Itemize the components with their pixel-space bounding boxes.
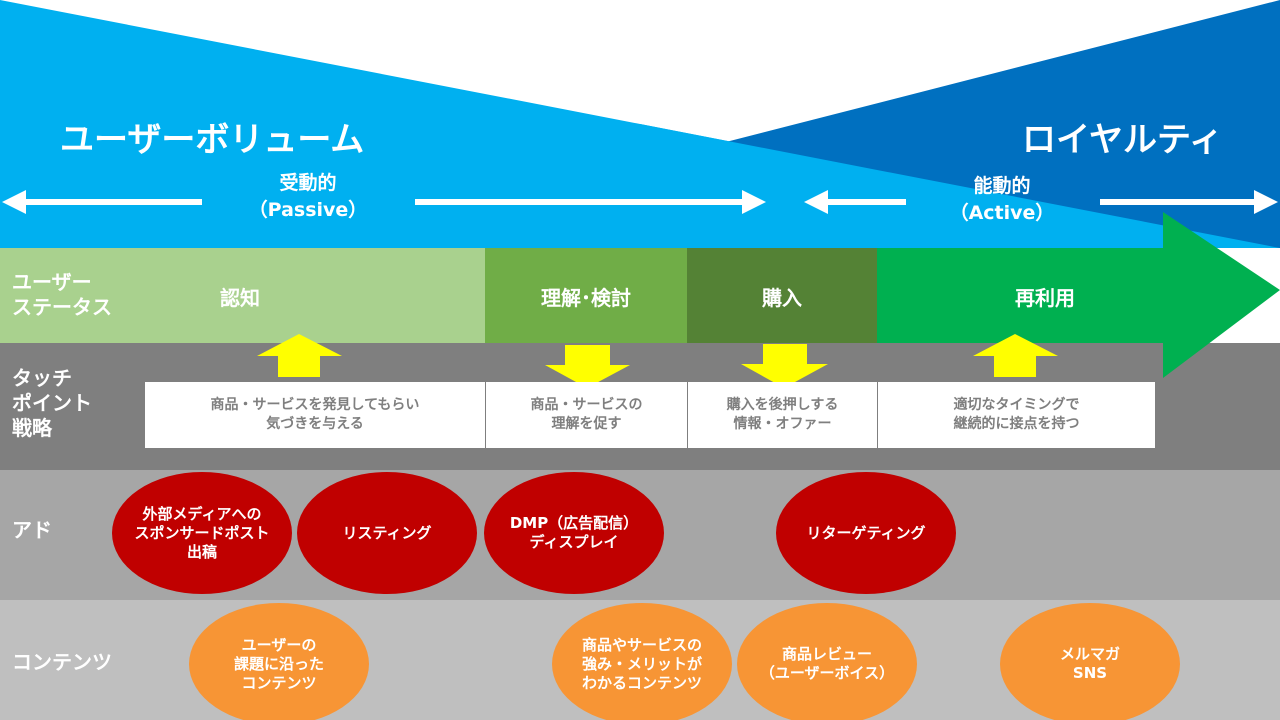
- yellow-down-arrow-consideration: [545, 345, 630, 388]
- strategy-consideration-line1: 商品・サービスの: [530, 397, 643, 413]
- active-left-arrow: [804, 190, 906, 214]
- row-label-user-status: ユーザー ステータス: [12, 270, 112, 320]
- content-product-review-line2: （ユーザーボイス）: [759, 664, 895, 682]
- content-product-strengths-line3: わかるコンテンツ: [581, 673, 702, 692]
- content-user-issues: ユーザーの 課題に沿った コンテンツ: [189, 603, 369, 720]
- strategy-reuse-line2: 継続的に接点を持つ: [953, 416, 1080, 432]
- strategy-purchase-line2: 情報・オファー: [733, 416, 832, 432]
- ad-listing: リスティング: [297, 472, 477, 594]
- ad-sponsored-post-line2: スポンサードポスト: [134, 523, 270, 542]
- row-label-touchpoint-line3: 戦略: [12, 416, 52, 440]
- strategy-box-awareness: 商品・サービスを発見してもらい 気づきを与える: [145, 382, 485, 448]
- passive-label-en: （Passive）: [248, 199, 368, 221]
- row-label-user-status-line2: ステータス: [12, 295, 112, 319]
- row-label-ad: アド: [12, 518, 52, 542]
- ad-sponsored-post: 外部メディアへの スポンサードポスト 出稿: [112, 472, 292, 594]
- ad-dmp-display-line1: DMP（広告配信）: [509, 514, 639, 532]
- row-label-touchpoint: タッチ ポイント 戦略: [12, 366, 92, 441]
- content-product-review: 商品レビュー （ユーザーボイス）: [737, 603, 917, 720]
- strategy-awareness-line1: 商品・サービスを発見してもらい: [210, 397, 420, 413]
- ad-retargeting-line1: リターゲティング: [806, 523, 926, 542]
- stage-label-awareness: 認知: [220, 286, 260, 310]
- ad-dmp-display: DMP（広告配信） ディスプレイ: [484, 472, 664, 594]
- strategy-box-purchase: 購入を後押しする 情報・オファー: [688, 382, 877, 448]
- strategy-consideration-line2: 理解を促す: [551, 416, 622, 432]
- yellow-down-arrow-purchase: [741, 344, 828, 388]
- volume-overlap: [640, 124, 1280, 248]
- strategy-reuse-line1: 適切なタイミングで: [953, 397, 1080, 413]
- content-user-issues-line3: コンテンツ: [241, 673, 317, 692]
- stage-arrow-reuse: [877, 212, 1280, 378]
- row-label-contents: コンテンツ: [12, 650, 112, 674]
- strategy-box-reuse: 適切なタイミングで 継続的に接点を持つ: [878, 382, 1155, 448]
- stage-label-purchase: 購入: [762, 286, 802, 310]
- active-label-en: （Active）: [949, 202, 1055, 224]
- passive-left-arrow: [2, 190, 202, 214]
- ad-listing-line1: リスティング: [342, 523, 432, 542]
- strategy-purchase-line1: 購入を後押しする: [726, 397, 839, 413]
- content-user-issues-line2: 課題に沿った: [233, 654, 324, 673]
- user-volume-title: ユーザーボリューム: [60, 120, 365, 160]
- content-product-strengths-line2: 強み・メリットが: [581, 654, 702, 673]
- content-mailmag-sns: メルマガ SNS: [1000, 603, 1180, 720]
- ad-dmp-display-line2: ディスプレイ: [529, 533, 619, 551]
- content-mailmag-sns-line1: メルマガ: [1059, 645, 1120, 663]
- stage-band-awareness: [0, 248, 485, 343]
- yellow-up-arrow-reuse: [973, 334, 1058, 377]
- active-right-arrow: [1100, 190, 1278, 214]
- content-product-review-line1: 商品レビュー: [781, 645, 872, 663]
- content-user-issues-line1: ユーザーの: [241, 635, 317, 654]
- ad-sponsored-post-line1: 外部メディアへの: [142, 504, 262, 523]
- content-product-strengths: 商品やサービスの 強み・メリットが わかるコンテンツ: [552, 603, 732, 720]
- row-label-user-status-line1: ユーザー: [12, 270, 92, 294]
- stage-label-reuse: 再利用: [1015, 286, 1075, 310]
- row-label-touchpoint-line1: タッチ: [12, 366, 72, 390]
- row-label-touchpoint-line2: ポイント: [12, 391, 92, 415]
- active-label-jp: 能動的: [973, 175, 1031, 197]
- passive-label-jp: 受動的: [279, 172, 337, 194]
- loyalty-title: ロイヤルティ: [1022, 120, 1223, 160]
- passive-right-arrow: [415, 190, 766, 214]
- passive-label: 受動的 （Passive）: [218, 170, 398, 224]
- stage-label-consideration: 理解･検討: [541, 286, 631, 310]
- strategy-box-consideration: 商品・サービスの 理解を促す: [486, 382, 687, 448]
- active-label: 能動的 （Active）: [912, 173, 1092, 227]
- ad-retargeting: リターゲティング: [776, 472, 956, 594]
- yellow-up-arrow-awareness: [257, 334, 342, 377]
- content-mailmag-sns-line2: SNS: [1072, 664, 1108, 682]
- strategy-awareness-line2: 気づきを与える: [266, 416, 364, 432]
- ad-sponsored-post-line3: 出稿: [186, 542, 217, 561]
- content-product-strengths-line1: 商品やサービスの: [581, 635, 702, 654]
- stage-band-purchase: [687, 248, 877, 343]
- stage-band-consideration: [485, 248, 687, 343]
